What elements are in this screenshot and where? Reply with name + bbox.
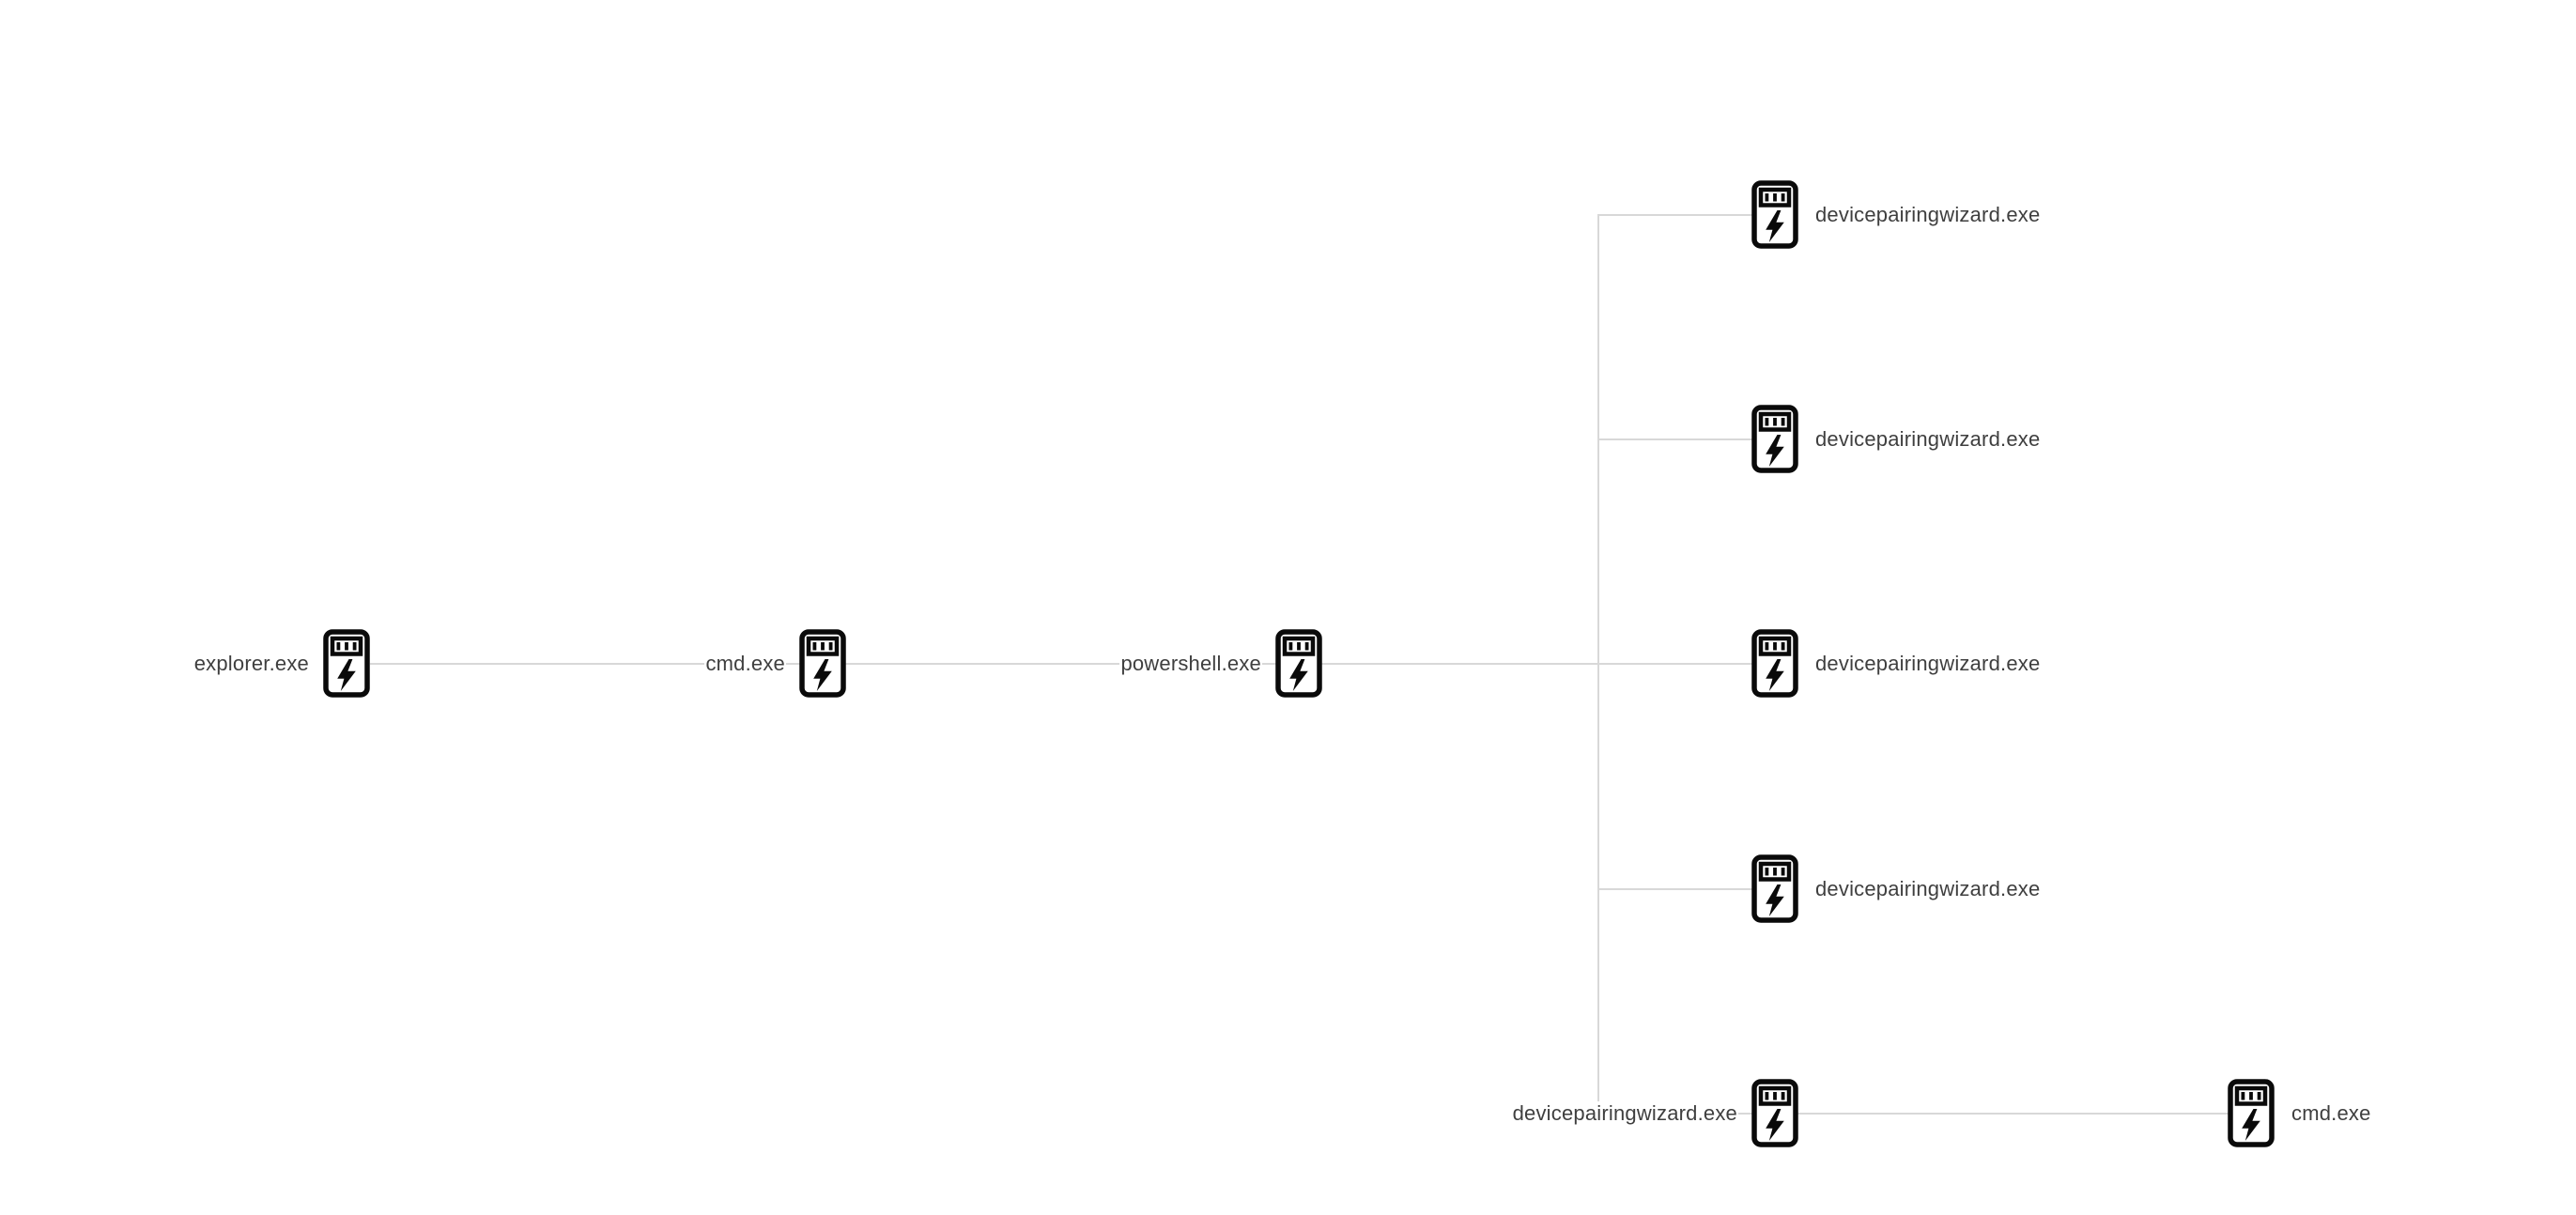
process-device-bolt-icon[interactable] bbox=[1751, 854, 1798, 923]
process-device-bolt-icon[interactable] bbox=[2228, 1079, 2275, 1147]
process-label[interactable]: devicepairingwizard.exe bbox=[1814, 652, 2042, 676]
process-label[interactable]: cmd.exe bbox=[2291, 1101, 2372, 1126]
process-label[interactable]: powershell.exe bbox=[1119, 652, 1262, 676]
process-device-bolt-icon[interactable] bbox=[1751, 405, 1798, 473]
process-label[interactable]: devicepairingwizard.exe bbox=[1511, 1101, 1738, 1126]
process-label[interactable]: devicepairingwizard.exe bbox=[1814, 203, 2042, 227]
tree-edge-horizontal bbox=[1598, 214, 1752, 216]
process-label[interactable]: cmd.exe bbox=[704, 652, 786, 676]
tree-edge-vertical bbox=[1597, 214, 1599, 1115]
process-device-bolt-icon[interactable] bbox=[1275, 629, 1322, 698]
process-device-bolt-icon[interactable] bbox=[799, 629, 846, 698]
process-label[interactable]: explorer.exe bbox=[193, 652, 310, 676]
tree-edge-horizontal bbox=[370, 663, 1752, 665]
process-label[interactable]: devicepairingwizard.exe bbox=[1814, 427, 2042, 452]
process-device-bolt-icon[interactable] bbox=[1751, 1079, 1798, 1147]
tree-edge-horizontal bbox=[1598, 888, 1752, 890]
process-device-bolt-icon[interactable] bbox=[1751, 180, 1798, 249]
process-device-bolt-icon[interactable] bbox=[1751, 629, 1798, 698]
tree-edge-horizontal bbox=[1598, 1113, 2229, 1115]
tree-edge-horizontal bbox=[1598, 438, 1752, 440]
process-label[interactable]: devicepairingwizard.exe bbox=[1814, 877, 2042, 901]
process-device-bolt-icon[interactable] bbox=[323, 629, 370, 698]
